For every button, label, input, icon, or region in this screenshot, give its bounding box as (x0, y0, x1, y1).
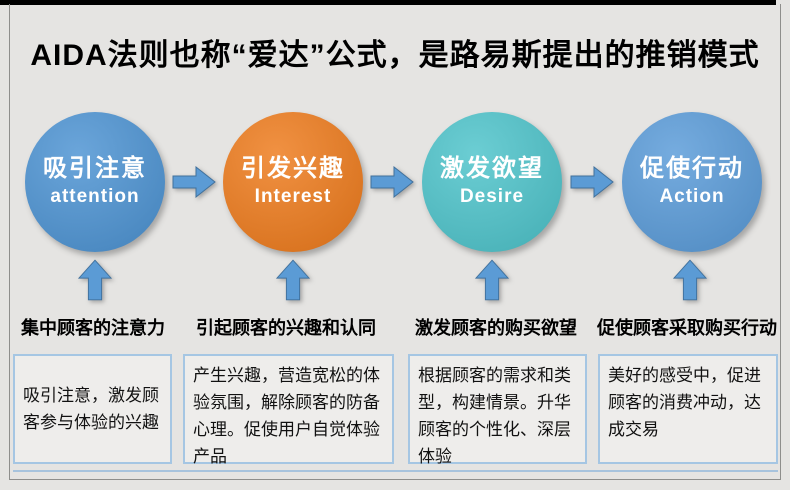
up-arrow-icon (276, 259, 310, 301)
page-title: AIDA法则也称“爱达”公式，是路易斯提出的推销模式 (30, 39, 760, 72)
stage-circle-action: 促使行动 Action (622, 112, 762, 252)
stage-circle-desire: 激发欲望 Desire (422, 112, 562, 252)
up-arrow-icon (78, 259, 112, 301)
right-arrow-icon (570, 166, 614, 198)
stage-description-box-interest: 产生兴趣，营造宽松的体验氛围，解除顾客的防备心理。促使用户自觉体验产品 (183, 354, 394, 466)
stage-circle-en-label: Action (659, 186, 725, 207)
stage-circle-cn-label: 引发兴趣 (241, 155, 345, 182)
bottom-divider-line (13, 470, 778, 472)
stage-circle-en-label: Desire (459, 186, 525, 207)
stage-label-interest: 引起顾客的兴趣和认同 (196, 318, 376, 338)
right-arrow-icon (172, 166, 216, 198)
stage-circle-cn-label: 激发欲望 (440, 155, 544, 182)
stage-label-desire: 激发顾客的购买欲望 (415, 318, 577, 338)
stage-description-box-action: 美好的感受中，促进顾客的消费冲动，达成交易 (598, 354, 778, 464)
up-arrow-icon (475, 259, 509, 301)
outer-frame (9, 4, 781, 480)
stage-description-text: 美好的感受中，促进顾客的消费冲动，达成交易 (608, 366, 761, 439)
stage-description-text: 根据顾客的需求和类型，构建情景。升华顾客的个性化、深层体验 (418, 366, 571, 466)
stage-circle-interest: 引发兴趣 Interest (223, 112, 363, 252)
stage-circle-attention: 吸引注意 attention (25, 112, 165, 252)
stage-label-action: 促使顾客采取购买行动 (597, 318, 777, 338)
stage-description-text: 产生兴趣，营造宽松的体验氛围，解除顾客的防备心理。促使用户自觉体验产品 (193, 366, 380, 466)
stage-description-box-attention: 吸引注意，激发顾客参与体验的兴趣 (13, 354, 172, 464)
stage-circle-en-label: Interest (254, 186, 332, 207)
stage-circle-cn-label: 吸引注意 (43, 155, 147, 182)
stage-label-attention: 集中顾客的注意力 (21, 318, 165, 338)
stage-circle-en-label: attention (50, 186, 140, 207)
stage-description-box-desire: 根据顾客的需求和类型，构建情景。升华顾客的个性化、深层体验 (408, 354, 587, 466)
up-arrow-icon (673, 259, 707, 301)
top-border-strip (0, 0, 776, 5)
stage-description-text: 吸引注意，激发顾客参与体验的兴趣 (23, 386, 159, 432)
stage-circle-cn-label: 促使行动 (640, 155, 744, 182)
right-arrow-icon (370, 166, 414, 198)
